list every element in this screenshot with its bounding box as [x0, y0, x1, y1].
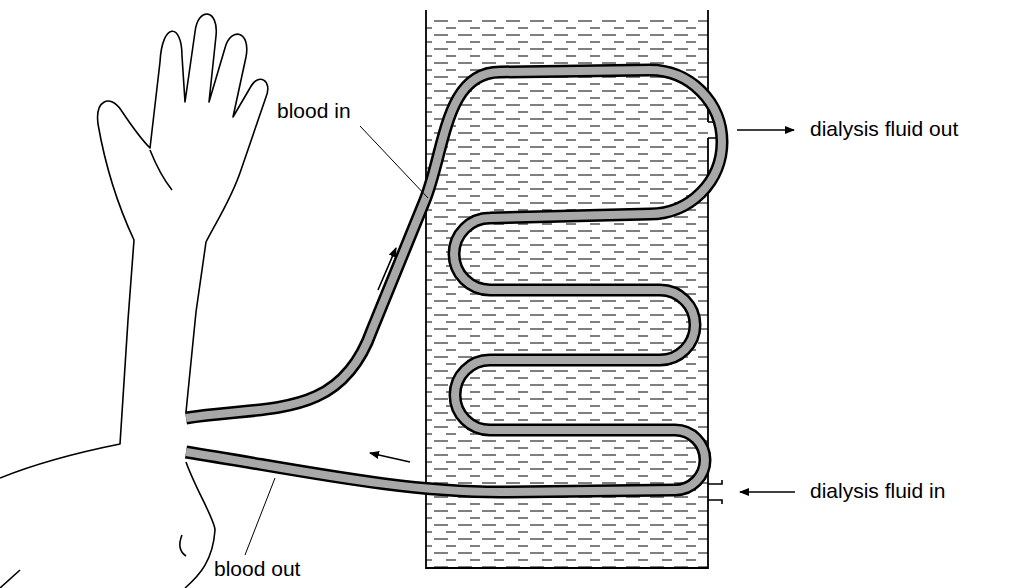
flow-arrow — [737, 129, 794, 131]
text-label: blood in — [275, 98, 353, 123]
arm-outline — [0, 14, 268, 588]
text-label: dialysis fluid out — [808, 116, 960, 141]
text-label: dialysis fluid in — [808, 478, 947, 503]
text-label: blood out — [212, 556, 302, 581]
leader-line — [360, 126, 428, 198]
blood-tube — [186, 70, 722, 492]
flow-arrow — [370, 453, 410, 462]
leader-line — [245, 478, 275, 555]
flow-arrow — [740, 491, 795, 493]
flow-arrow — [378, 248, 396, 290]
